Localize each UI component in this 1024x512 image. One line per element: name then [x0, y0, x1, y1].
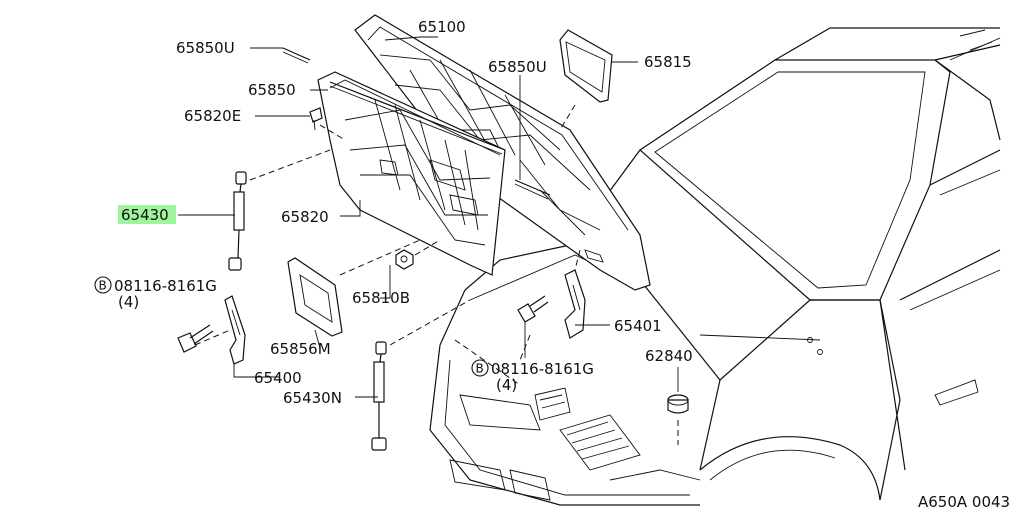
gas-strut-65430N [371, 341, 387, 451]
label-65430N: 65430N [283, 389, 342, 407]
label-65850U-right: 65850U [488, 58, 547, 76]
label-65401: 65401 [614, 317, 662, 335]
label-65850U-left: 65850U [176, 39, 235, 57]
bolt-symbol-left-letter: B [99, 279, 107, 293]
nut-65810B [395, 249, 414, 270]
label-62840: 62840 [645, 347, 693, 365]
vehicle-body-outline [429, 27, 1001, 506]
label-65856M: 65856M [270, 340, 331, 358]
label-bolt-right-qty: (4) [496, 376, 517, 394]
pad-65856M [287, 257, 343, 337]
gas-strut-65430 [228, 171, 247, 271]
bolt-symbol-left [94, 276, 112, 294]
clip-65820E [309, 107, 323, 131]
hinge-65401 [564, 269, 586, 339]
label-bolt-left-qty: (4) [118, 293, 139, 311]
bolt-left [177, 324, 214, 353]
bolt-symbol-right [471, 359, 489, 377]
hood-insulator-65820 [317, 71, 506, 276]
label-65820E: 65820E [184, 107, 241, 125]
seal-strip-65850U-left [282, 47, 311, 64]
bolt-right [517, 295, 549, 323]
label-65430: 65430 [121, 206, 169, 224]
label-65100: 65100 [418, 18, 466, 36]
part-labels: 65100 65850U 65850U 65815 65850 65820E 6… [94, 18, 1010, 511]
stopper-62840 [667, 394, 689, 414]
label-bolt-left: 08116-8161G [114, 277, 217, 295]
label-65850: 65850 [248, 81, 296, 99]
bolt-symbol-right-letter: B [476, 362, 484, 376]
label-65400: 65400 [254, 369, 302, 387]
leader-lines [178, 36, 679, 398]
label-bolt-right: 08116-8161G [491, 360, 594, 378]
diagram-code: A650A 0043 [918, 493, 1010, 511]
label-65810B: 65810B [352, 289, 410, 307]
highlight-box-65430 [118, 205, 176, 224]
hinge-65400 [224, 295, 246, 365]
cover-plate-65815 [559, 29, 613, 103]
reference-lines [194, 104, 679, 445]
label-65820: 65820 [281, 208, 329, 226]
label-65815: 65815 [644, 53, 692, 71]
